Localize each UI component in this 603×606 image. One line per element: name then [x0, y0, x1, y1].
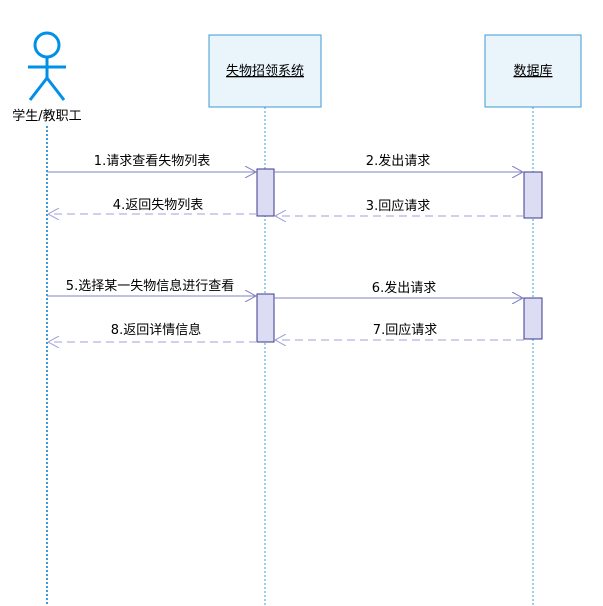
message-label: 6.发出请求	[372, 280, 436, 296]
object-database: 数据库	[484, 34, 582, 108]
actor-student-staff: 学生/教职工	[12, 31, 82, 124]
activation-database-1	[523, 171, 543, 219]
activation-system-1	[256, 168, 275, 217]
message-5: 5.选择某一失物信息进行查看	[47, 278, 256, 296]
actor-head	[33, 31, 61, 59]
message-label: 7.回应请求	[373, 322, 437, 338]
activation-database-2	[523, 297, 543, 340]
object-box	[484, 34, 582, 108]
message-8: 8.返回详情信息	[48, 322, 257, 342]
actor-left-leg	[28, 77, 49, 101]
message-1: 1.请求查看失物列表	[47, 153, 256, 172]
object-lost-found-system: 失物招领系统	[208, 34, 322, 108]
actor-label: 学生/教职工	[12, 108, 81, 124]
message-6: 6.发出请求	[274, 280, 523, 298]
message-7: 7.回应请求	[275, 322, 524, 340]
message-label: 8.返回详情信息	[111, 322, 201, 338]
message-label: 2.发出请求	[366, 153, 430, 169]
object-label: 数据库	[513, 63, 552, 79]
message-label: 3.回应请求	[366, 198, 430, 214]
message-label: 1.请求查看失物列表	[94, 153, 210, 169]
object-box	[208, 34, 322, 108]
object-label: 失物招领系统	[226, 64, 304, 79]
actor-right-leg	[45, 77, 66, 101]
message-label: 4.返回失物列表	[113, 198, 203, 213]
message-4: 4.返回失物列表	[48, 198, 257, 214]
message-label: 5.选择某一失物信息进行查看	[66, 278, 234, 294]
activation-system-2	[256, 293, 275, 343]
message-2: 2.发出请求	[274, 153, 523, 172]
message-3: 3.回应请求	[275, 198, 524, 216]
